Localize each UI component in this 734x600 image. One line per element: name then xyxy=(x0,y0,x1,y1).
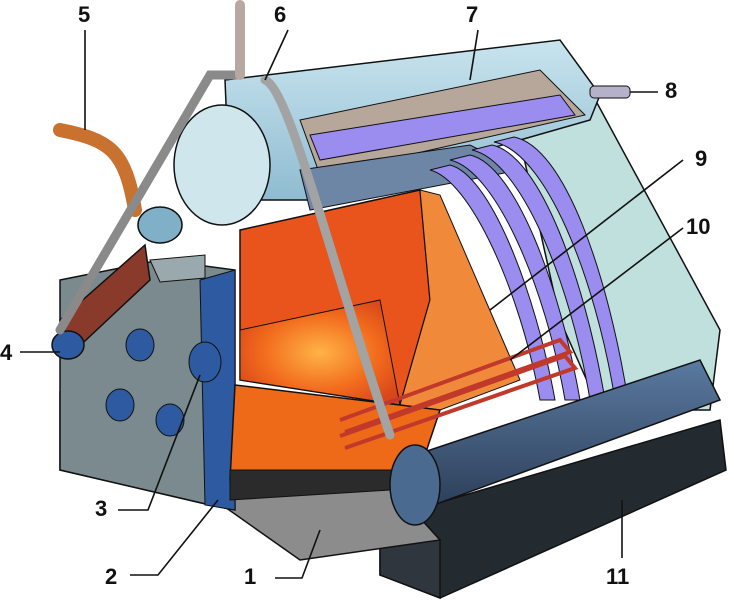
callout-label-10: 10 xyxy=(686,214,711,239)
callout-label-2: 2 xyxy=(105,564,118,589)
leader-lines xyxy=(20,29,684,579)
callout-label-9: 9 xyxy=(695,146,708,171)
callout-label-7: 7 xyxy=(466,2,479,27)
callout-label-1: 1 xyxy=(244,564,257,589)
furnace-chamber xyxy=(229,189,521,501)
mud-drum xyxy=(389,359,722,526)
superheater-coils xyxy=(339,337,579,450)
callout-label-3: 3 xyxy=(95,496,108,521)
steam-drum xyxy=(173,39,631,226)
callout-label-11: 11 xyxy=(606,564,630,589)
callout-label-6: 6 xyxy=(274,2,287,27)
callout-label-5: 5 xyxy=(78,2,91,27)
water-tubes xyxy=(429,136,629,401)
callout-label-4: 4 xyxy=(0,340,13,365)
pipes xyxy=(53,0,395,440)
callout-label-8: 8 xyxy=(665,78,678,103)
burners xyxy=(105,328,222,437)
